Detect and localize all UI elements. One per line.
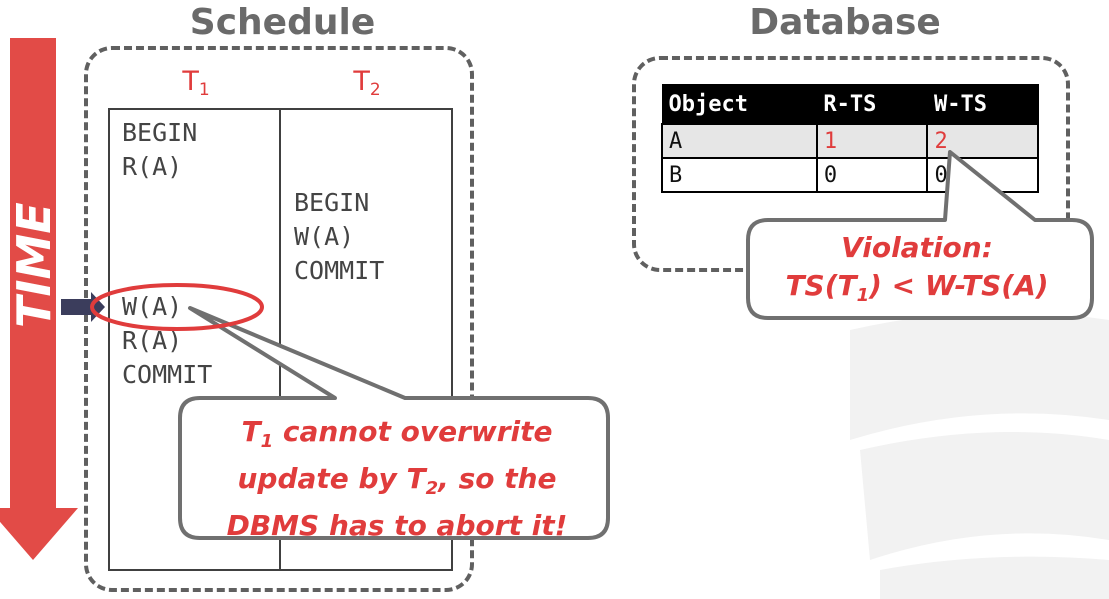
timestamp-table: Object R-TS W-TS A 1 2 B 0 0 — [661, 84, 1039, 193]
cell-object: A — [661, 123, 818, 159]
table-row: A 1 2 — [661, 123, 1039, 159]
t1-op-read-a: R(A) — [122, 152, 183, 181]
time-arrow — [0, 38, 78, 560]
cell-r-ts: 1 — [815, 123, 929, 159]
time-label: TIME — [6, 202, 62, 328]
t2-op-begin: BEGIN — [294, 188, 370, 217]
t1-operations-top: BEGIN R(A) — [122, 116, 197, 184]
t1-op-commit: COMMIT — [122, 360, 213, 389]
column-header-w-ts: W-TS — [926, 84, 1039, 125]
highlight-annotation — [61, 283, 264, 331]
abort-callout-line1: T1 cannot overwrite — [241, 415, 553, 452]
cell-r-ts: 0 — [815, 157, 929, 193]
column-header-object: Object — [661, 84, 818, 125]
schedule-heading: Schedule — [189, 2, 376, 43]
table-row: B 0 0 — [661, 157, 1039, 193]
t2-header: T2 — [353, 66, 381, 100]
abort-callout-line2: update by T2, so the — [237, 462, 557, 499]
table-header-row: Object R-TS W-TS — [661, 84, 1039, 125]
violation-callout-line1: Violation: — [841, 231, 993, 264]
schedule-box — [84, 46, 474, 592]
highlight-ellipse — [90, 283, 264, 331]
abort-callout-line3: DBMS has to abort it! — [226, 509, 568, 542]
t1-op-write-a: W(A) — [122, 292, 183, 321]
column-header-r-ts: R-TS — [816, 84, 928, 125]
database-heading: Database — [749, 2, 941, 43]
t1-op-begin: BEGIN — [122, 118, 198, 147]
cell-w-ts: 2 — [926, 123, 1039, 159]
violation-callout-text: Violation: TS(T1) < W-TS(A) — [748, 229, 1086, 315]
t1-operations-bottom: W(A) R(A) COMMIT — [122, 290, 212, 392]
cell-object: B — [661, 157, 818, 193]
t2-op-write-a: W(A) — [294, 222, 355, 251]
schedule-column-divider — [279, 108, 281, 571]
abort-callout-text: T1 cannot overwrite update by T2, so the… — [182, 413, 612, 544]
t2-op-commit: COMMIT — [294, 256, 385, 285]
violation-callout-line2: TS(T1) < W-TS(A) — [785, 269, 1049, 306]
t2-operations: BEGIN W(A) COMMIT — [294, 186, 384, 288]
t1-header: T1 — [182, 66, 210, 100]
violation-callout-bubble — [746, 150, 1094, 320]
abort-callout-bubble — [178, 306, 610, 540]
